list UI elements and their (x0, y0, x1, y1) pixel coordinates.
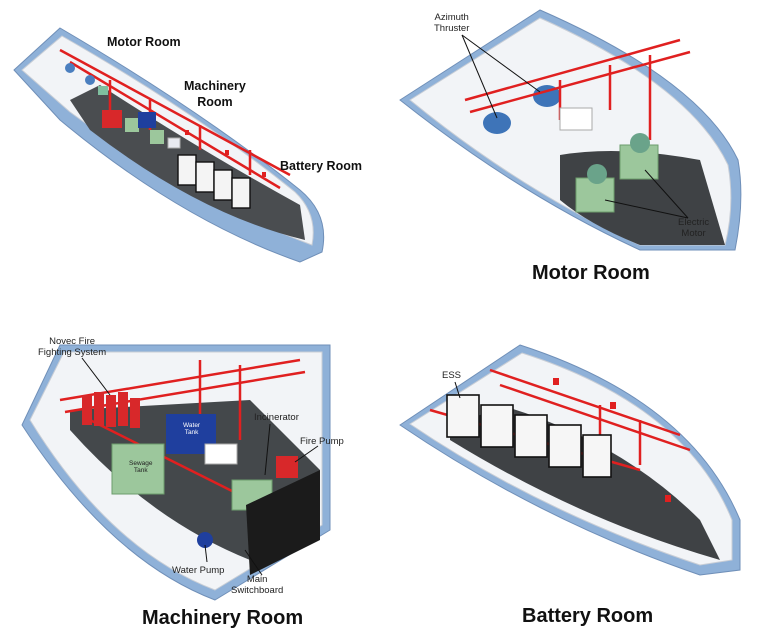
battery-room-title: Battery Room (522, 605, 654, 627)
label-azimuth-thruster: Azimuth Thruster (434, 12, 470, 34)
novec-cylinders (82, 392, 140, 428)
label-main-switchboard: Main Switchboard (231, 574, 284, 596)
label-water-pump: Water Pump (172, 565, 225, 576)
label-sewage-tank: Sewage Tank (129, 460, 153, 475)
fire-pump-shape (276, 456, 298, 478)
overview-battery-racks (177, 154, 251, 209)
overview-label-machinery-room: Machinery Room (184, 79, 246, 109)
incinerator-shape (204, 443, 238, 465)
machinery-room-illustration (21, 344, 331, 601)
label-fire-pump: Fire Pump (300, 436, 344, 447)
label-incinerator: Incinerator (254, 412, 299, 423)
motor-room-title: Motor Room (532, 262, 650, 284)
overview-piping (59, 48, 291, 190)
overview-ship (13, 27, 325, 263)
label-water-tank: Water Tank (183, 422, 201, 437)
overview-label-motor-room: Motor Room (107, 35, 181, 49)
sewage-tank-shape (111, 443, 165, 495)
electric-motor-shapes (575, 133, 659, 213)
ess-racks (446, 394, 612, 478)
motor-room-illustration (399, 9, 742, 251)
label-ess: ESS (442, 370, 462, 381)
azimuth-thruster-shapes (483, 85, 561, 134)
label-novec-fire-fighting-system: Novec Fire Fighting System (38, 336, 107, 358)
main-switchboard-shape (246, 470, 320, 575)
machinery-room-title: Machinery Room (142, 607, 304, 629)
battery-room-illustration (399, 344, 741, 576)
water-pump-shape (197, 532, 213, 548)
overview-label-battery-room: Battery Room (280, 159, 362, 173)
label-electric-motor: Electric Motor (678, 217, 710, 239)
